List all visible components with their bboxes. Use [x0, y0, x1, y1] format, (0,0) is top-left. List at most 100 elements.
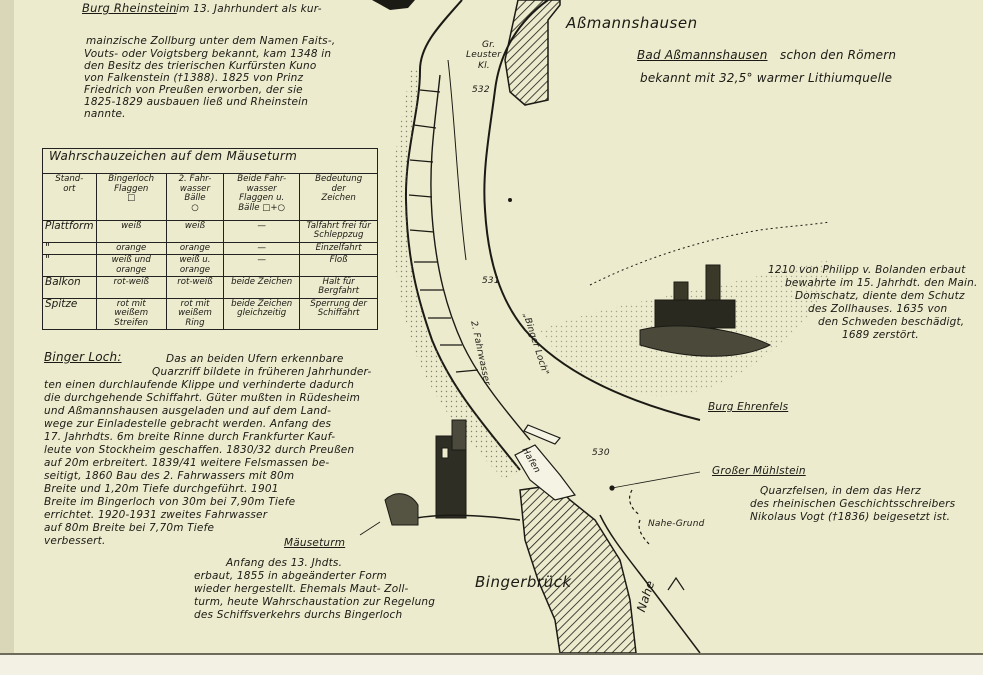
hill-contour-1: [589, 221, 831, 286]
table-row: " orange orange — Einzelfahrt: [42, 241, 378, 256]
nahe-arrow: [667, 576, 685, 591]
burg-rheinstein-line-1: im 13. Jahrhundert als kur-: [176, 3, 322, 15]
cell: —: [223, 241, 301, 256]
burg-ehrenfels-label: Burg Ehrenfels: [708, 401, 789, 413]
ehrenfels-line-1: 1210 von Philipp v. Bolanden erbaut: [768, 264, 966, 276]
km-530-label: 530: [592, 448, 610, 458]
cell: orange: [165, 241, 225, 256]
muehlstein-line-1: Quarzfelsen, in dem das Herz: [760, 485, 921, 497]
burg-rheinstein-line-2: mainzische Zollburg unter dem Namen Fait…: [86, 35, 336, 47]
muehlstein-line-3: Nikolaus Vogt (†1836) beigesetzt ist.: [750, 511, 951, 523]
cell-ditto: ": [42, 241, 97, 256]
table-row: Balkon rot-weiß rot-weiß beide Zeichen H…: [42, 276, 378, 299]
cell-spitze: Spitze: [42, 297, 97, 331]
binger-loch-line-3: die durchgehende Schiffahrt. Güter mußte…: [44, 392, 361, 404]
nahe-river: [599, 514, 701, 654]
binger-loch-line-1: Quarzriff bildete in früheren Jahrhunder…: [152, 366, 372, 378]
cell: weiß u. orange: [165, 254, 225, 278]
maeuseturm-line-1: Anfang des 13. Jhdts.: [226, 557, 343, 569]
table-row: " weiß und orange weiß u. orange — Floß: [42, 254, 378, 278]
table-row: Spitze rot mit weißem Streifen rot mit w…: [42, 297, 378, 331]
ehrenfels-line-5: den Schweden beschädigt,: [818, 316, 965, 328]
bingerbrueck-town: [519, 484, 637, 654]
map-fragment-top: [372, 0, 415, 10]
fairway-line: [430, 74, 531, 441]
cell: weiß: [95, 220, 167, 243]
cell: rot-weiß: [165, 276, 225, 299]
binger-loch-line-12: errichtet. 1920-1931 zweites Fahrwasser: [44, 509, 268, 521]
cell: Halt für Bergfahrt: [299, 276, 378, 299]
burg-rheinstein-line-7: 1825-1829 ausbauen ließ und Rheinstein: [84, 96, 309, 108]
bad-assmannshausen-rest: schon den Römern: [780, 48, 897, 62]
place-assmannshausen: Aßmannshausen: [566, 14, 698, 32]
place-bingerbrueck: Bingerbrück: [475, 573, 572, 591]
binger-loch-first: Das an beiden Ufern erkennbare: [166, 353, 344, 365]
cell: rot mit weißem Streifen: [95, 297, 167, 331]
label-gr: Gr.: [482, 40, 496, 50]
binger-loch-line-14: verbessert.: [44, 535, 106, 547]
burg-rheinstein-line-4: den Besitz des trierischen Kurfürsten Ku…: [84, 60, 317, 72]
wahrschauzeichen-table: Wahrschauzeichen auf dem Mäuseturm Stand…: [42, 148, 378, 331]
grosser-muehlstein-title: Großer Mühlstein: [712, 465, 806, 477]
maeuseturm-line-3: wieder hergestellt. Ehemals Maut- Zoll-: [194, 583, 409, 595]
header-standort: Stand-ort: [42, 173, 97, 221]
river-thalweg: [447, 59, 467, 261]
assmannshausen-town: [504, 0, 561, 106]
burg-rheinstein-line-5: von Falkenstein (†1388). 1825 von Prinz: [84, 72, 304, 84]
bad-assmannshausen-line-2: bekannt mit 32,5° warmer Lithiumquelle: [640, 71, 893, 85]
binger-loch-line-7: leute von Stockheim geschaffen. 1830/32 …: [44, 444, 355, 456]
km-532-label: 532: [472, 85, 490, 95]
binger-loch-line-5: wege zur Einladestelle gebracht werden. …: [44, 418, 332, 430]
cell: orange: [95, 241, 167, 256]
cell: Talfahrt frei für Schleppzug: [299, 220, 378, 243]
cell-balkon: Balkon: [42, 276, 97, 299]
table-row: Plattform weiß weiß — Talfahrt frei für …: [42, 220, 378, 243]
binger-loch-line-11: Breite im Bingerloch von 30m bei 7,90m T…: [44, 496, 296, 508]
km-531-label: 531: [482, 276, 500, 286]
binger-loch-line-6: 17. Jahrhdts. 6m breite Rinne durch Fran…: [44, 431, 336, 443]
binger-loch-line-9: seitigt, 1860 Bau des 2. Fahrwassers mit…: [44, 470, 295, 482]
nahe-grund-outline: [628, 489, 651, 546]
cell: rot mit weißem Ring: [165, 297, 225, 331]
burg-ehrenfels-castle: [639, 264, 772, 357]
bad-assmannshausen-title: Bad Aßmannshausen: [637, 48, 768, 62]
label-leuster: Leuster: [466, 50, 502, 60]
maeuseturm-leader: [359, 521, 381, 536]
cell-ditto: ": [42, 254, 97, 278]
cell: weiß und orange: [95, 254, 167, 278]
ehrenfels-line-2: bewahrte im 15. Jahrhdt. den Main.: [785, 277, 978, 289]
maeuseturm-line-2: erbaut, 1855 in abgeänderter Form: [194, 570, 387, 582]
maeuseturm-line-5: des Schiffsverkehrs durchs Bingerloch: [194, 609, 403, 621]
cell: Einzelfahrt: [299, 241, 378, 256]
binger-loch-title: Binger Loch:: [44, 350, 122, 364]
ehrenfels-line-4: des Zollhauses. 1635 von: [808, 303, 948, 315]
ehrenfels-line-3: Domschatz, diente dem Schutz: [795, 290, 965, 302]
cell: beide Zeichen gleichzeitig: [223, 297, 301, 331]
page-footer-strip: [0, 653, 983, 675]
km-marker-532: [508, 198, 512, 202]
harbor-basin: [514, 444, 577, 501]
paper-edge: [0, 0, 14, 673]
muehlstein-line-2: des rheinischen Geschichtsschreibers: [750, 498, 956, 510]
cell: —: [223, 220, 301, 243]
muehlstein-leader: [611, 471, 701, 489]
cell: rot-weiß: [95, 276, 167, 299]
maeuseturm-line-4: turm, heute Wahrschaustation zur Regelun…: [194, 596, 436, 608]
cell: —: [223, 254, 301, 278]
maeuseturm-title: Mäuseturm: [284, 537, 346, 549]
river-right-bank: [483, 0, 701, 421]
maeuseturm-tower: [384, 419, 521, 526]
cell: beide Zeichen: [223, 276, 301, 299]
binger-loch-line-4: und Aßmannshausen ausgeladen und auf dem…: [44, 405, 332, 417]
burg-rheinstein-line-6: Friedrich von Preußen erworben, der sie: [84, 84, 303, 96]
cell: Floß: [299, 254, 378, 278]
binger-loch-line-10: Breite und 1,20m Tiefe durchgeführt. 190…: [44, 483, 279, 495]
cell: weiß: [165, 220, 225, 243]
cell-plattform: Plattform: [42, 220, 97, 243]
ship-outline: [523, 424, 561, 445]
